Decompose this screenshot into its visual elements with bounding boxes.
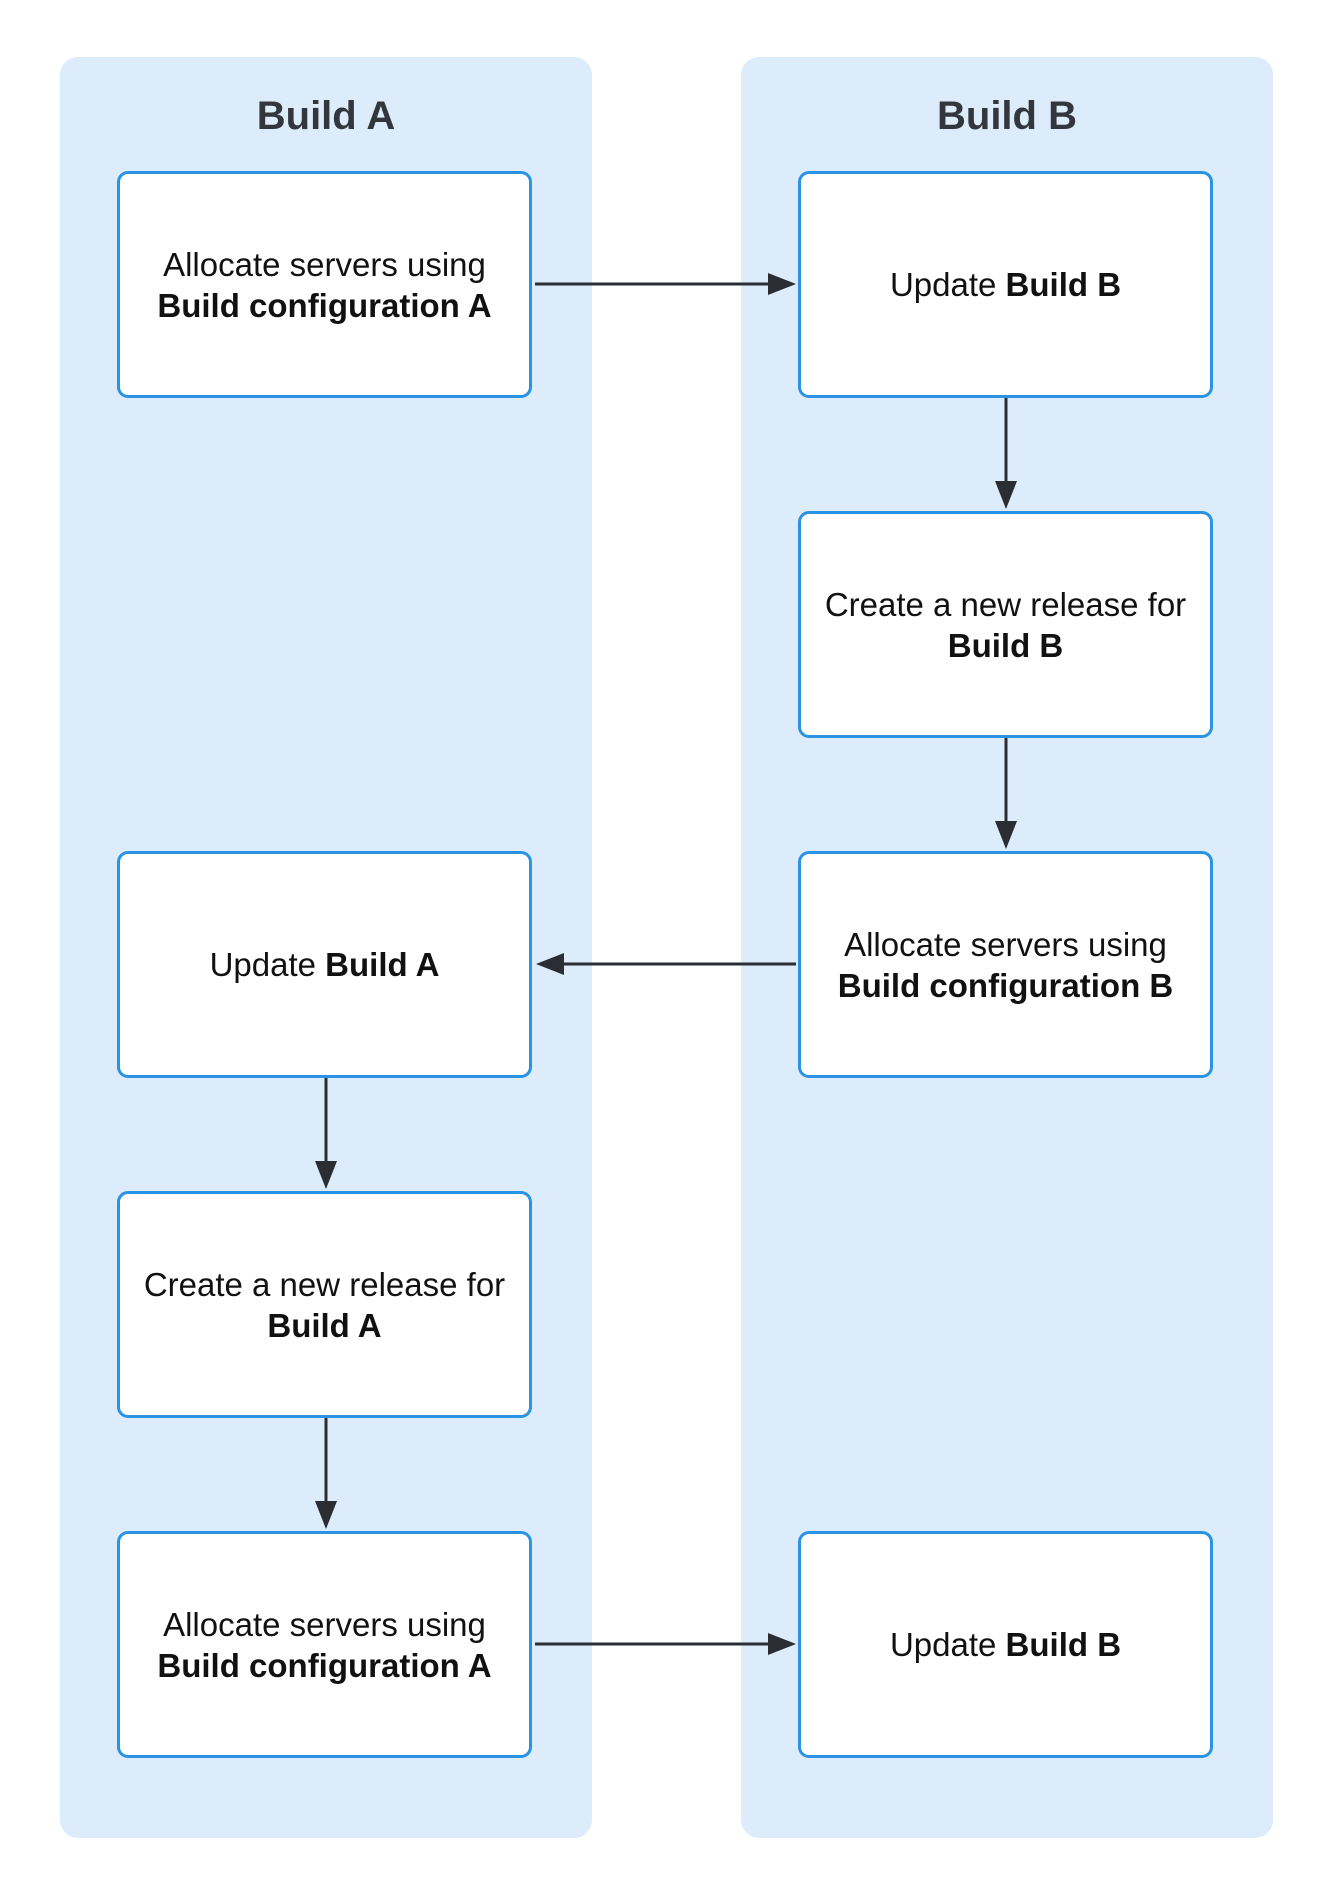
step-bold-text: Build A — [325, 946, 440, 983]
step-bold-text: Build B — [1005, 1626, 1122, 1663]
step-text: Allocate servers using — [844, 925, 1167, 963]
step-allocate-servers-a-2: Allocate servers using Build configurati… — [117, 1531, 532, 1758]
step-update-build-b-1: Update Build B — [798, 171, 1213, 398]
step-text: Allocate servers using — [163, 1605, 486, 1643]
lane-title-build-b: Build B — [937, 94, 1077, 138]
step-create-release-build-a: Create a new release for Build A — [117, 1191, 532, 1418]
step-allocate-servers-b: Allocate servers using Build configurati… — [798, 851, 1213, 1078]
step-bold-text: Build configuration A — [157, 286, 492, 324]
step-allocate-servers-a-1: Allocate servers using Build configurati… — [117, 171, 532, 398]
step-update-build-a: Update Build A — [117, 851, 532, 1078]
step-text: Allocate servers using — [163, 245, 486, 283]
step-text: Update — [889, 1626, 997, 1663]
step-create-release-build-b: Create a new release for Build B — [798, 511, 1213, 738]
step-bold-text: Build B — [947, 626, 1064, 664]
step-update-build-b-2: Update Build B — [798, 1531, 1213, 1758]
step-text: Create a new release for — [143, 1265, 506, 1303]
step-text: Update — [889, 266, 997, 303]
step-bold-text: Build configuration A — [157, 1646, 492, 1684]
lane-title-build-a: Build A — [256, 94, 396, 138]
step-bold-text: Build B — [1005, 266, 1122, 303]
step-text: Update — [209, 946, 316, 983]
step-bold-text: Build A — [267, 1306, 382, 1344]
step-bold-text: Build configuration B — [837, 966, 1174, 1004]
step-text: Create a new release for — [824, 585, 1187, 623]
